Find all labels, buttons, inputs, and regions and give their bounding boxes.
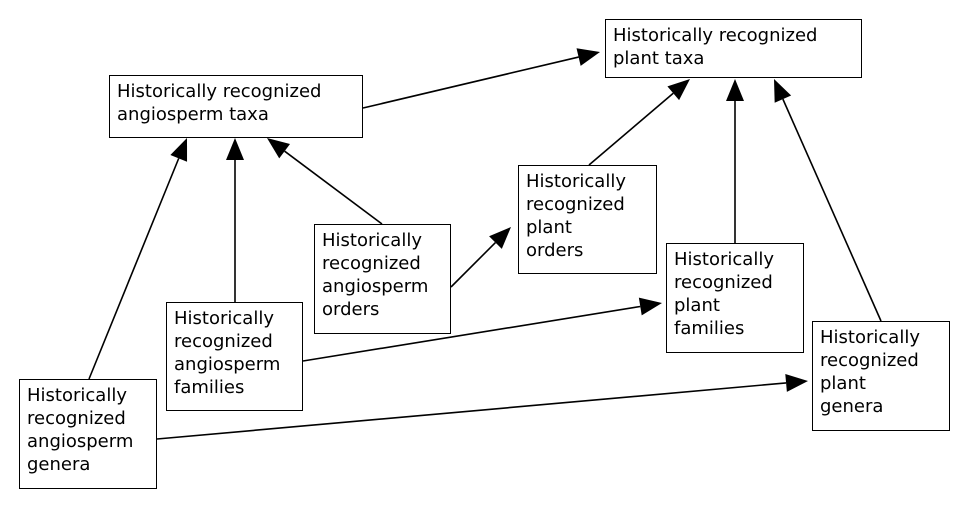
node-angiosperm-orders: Historically recognized angiosperm order…: [314, 224, 451, 334]
arrowhead-icon: [170, 138, 188, 162]
edge-line: [450, 241, 497, 288]
edge-angio_taxa-to-plant_taxa: [362, 48, 600, 109]
node-plant-taxa: Historically recognized plant taxa: [605, 19, 862, 78]
arrowhead-icon: [774, 79, 792, 103]
node-angiosperm-genera: Historically recognized angiosperm gener…: [19, 379, 157, 489]
edge-angio_families-to-angio_taxa: [226, 138, 244, 302]
edge-line: [284, 150, 383, 225]
node-angiosperm-taxa: Historically recognized angiosperm taxa: [109, 75, 363, 138]
edge-angio_genera-to-angio_taxa: [88, 138, 188, 380]
arrowhead-icon: [638, 297, 662, 316]
edge-line: [782, 98, 882, 322]
edge-plant_families-to-plant_taxa: [726, 79, 744, 243]
edge-angio_orders-to-angio_taxa: [267, 138, 383, 225]
arrowhead-icon: [726, 79, 744, 101]
arrowhead-icon: [226, 138, 244, 160]
edge-line: [588, 92, 674, 166]
node-angiosperm-families: Historically recognized angiosperm famil…: [166, 302, 303, 411]
arrowhead-icon: [576, 48, 600, 66]
edge-plant_orders-to-plant_taxa: [588, 79, 690, 166]
edge-plant_genera-to-plant_taxa: [774, 79, 882, 322]
arrowhead-icon: [267, 138, 291, 159]
node-plant-families: Historically recognized plant families: [666, 243, 804, 353]
edge-angio_families-to-plant_families: [302, 297, 662, 362]
node-plant-orders: Historically recognized plant orders: [518, 165, 657, 274]
edge-line: [88, 158, 180, 380]
arrowhead-icon: [667, 79, 690, 101]
node-plant-genera: Historically recognized plant genera: [812, 321, 950, 431]
edge-line: [156, 382, 787, 440]
edge-angio_orders-to-plant_orders: [450, 227, 511, 288]
arrowhead-icon: [489, 227, 511, 249]
edge-angio_genera-to-plant_genera: [156, 373, 808, 440]
edge-line: [362, 56, 579, 109]
arrowhead-icon: [785, 373, 808, 392]
edge-line: [302, 305, 641, 362]
